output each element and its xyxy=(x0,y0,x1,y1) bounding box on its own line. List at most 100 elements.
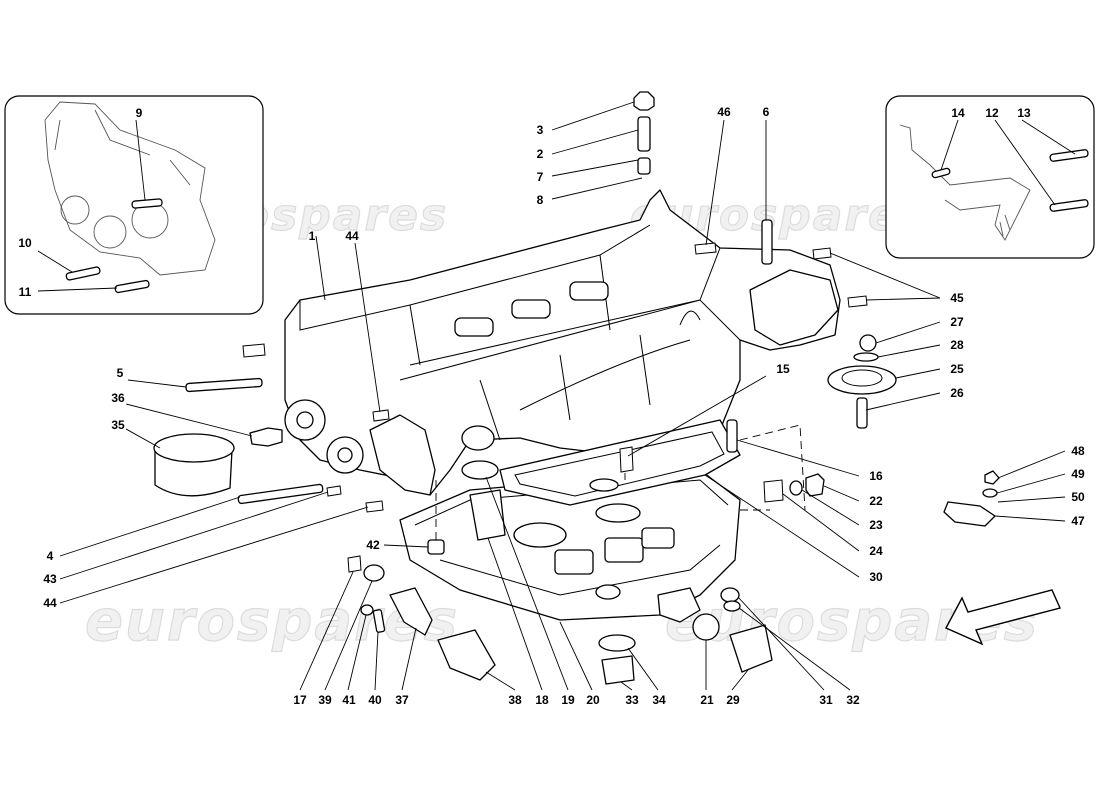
part-34-seal xyxy=(598,634,636,652)
inset-engine-block-outline xyxy=(44,101,216,276)
leader-29 xyxy=(731,669,749,691)
leader-5 xyxy=(127,379,187,388)
callout-9: 9 xyxy=(136,106,143,120)
leader-48 xyxy=(997,450,1066,479)
leader-28 xyxy=(877,344,941,358)
leader-38 xyxy=(485,671,516,691)
leader-8 xyxy=(551,177,643,200)
part-25-disc xyxy=(827,365,897,395)
leader-36 xyxy=(125,403,253,437)
callout-39: 39 xyxy=(318,693,332,707)
callout-30: 30 xyxy=(869,570,883,584)
callout-33: 33 xyxy=(625,693,639,707)
inset-bracket-detail xyxy=(999,214,1011,237)
leader-7 xyxy=(551,159,639,177)
part-26-stud xyxy=(856,397,868,429)
callout-19: 19 xyxy=(561,693,575,707)
inset-stud-11 xyxy=(114,279,150,294)
callout-40: 40 xyxy=(368,693,382,707)
inset-stud-9 xyxy=(131,198,163,209)
sump-baffle-3 xyxy=(641,527,675,549)
gasket-hole xyxy=(589,478,619,492)
callout-38: 38 xyxy=(508,693,522,707)
casing-front-cover xyxy=(369,414,436,496)
leader-12 xyxy=(994,119,1056,206)
leader-19 xyxy=(485,476,569,691)
callout-24: 24 xyxy=(869,544,883,558)
callout-26: 26 xyxy=(950,386,964,400)
casing-pump-hub xyxy=(296,411,314,429)
leader-16 xyxy=(736,439,860,477)
leader-18 xyxy=(487,537,543,691)
callout-20: 20 xyxy=(586,693,600,707)
leader-44-lower xyxy=(59,506,369,604)
callout-10: 10 xyxy=(18,236,32,250)
callout-2: 2 xyxy=(537,147,544,161)
callout-45: 45 xyxy=(950,291,964,305)
callout-18: 18 xyxy=(535,693,549,707)
leader-34 xyxy=(627,647,659,691)
leader-2 xyxy=(551,129,639,155)
part-46-stud xyxy=(694,242,717,255)
part-21-seal xyxy=(692,613,720,641)
leader-20 xyxy=(559,621,593,691)
part-41-washer xyxy=(360,604,374,616)
leader-50 xyxy=(997,496,1066,503)
leader-24 xyxy=(782,493,860,552)
part-32-washer xyxy=(723,600,741,612)
direction-arrow xyxy=(945,589,1061,646)
callout-5: 5 xyxy=(117,366,124,380)
leader-11 xyxy=(37,287,118,292)
inset-stud-13 xyxy=(1049,149,1089,162)
callout-8: 8 xyxy=(537,193,544,207)
leader-39 xyxy=(324,580,373,691)
leader-44-upper xyxy=(354,242,381,413)
casing-wall-lines xyxy=(479,334,651,441)
callout-47: 47 xyxy=(1071,514,1085,528)
sump-baffle-1 xyxy=(554,549,594,575)
part-6-stud xyxy=(761,219,773,265)
watermark-group: eurospares eurospares eurospares eurospa… xyxy=(84,189,1037,654)
leader-15 xyxy=(627,375,767,457)
part-39-oring xyxy=(363,564,385,582)
leader-42 xyxy=(383,544,429,548)
leader-43 xyxy=(59,491,329,580)
callout-1: 1 xyxy=(309,229,316,243)
part-44-stud-upper xyxy=(372,409,390,422)
callout-43: 43 xyxy=(43,572,57,586)
casing-port-3 xyxy=(569,281,609,301)
leader-9 xyxy=(135,119,146,201)
callout-34: 34 xyxy=(652,693,666,707)
leader-3 xyxy=(551,101,635,131)
callout-17: 17 xyxy=(293,693,307,707)
part-31-washer xyxy=(720,587,740,603)
leader-25 xyxy=(895,368,941,379)
callout-15: 15 xyxy=(776,362,790,376)
part-4-stud xyxy=(237,483,324,505)
callout-12: 12 xyxy=(985,106,999,120)
engine-casing xyxy=(284,189,841,496)
callout-16: 16 xyxy=(869,469,883,483)
callout-25: 25 xyxy=(950,362,964,376)
part-3-nut xyxy=(633,91,655,111)
leader-35 xyxy=(125,428,161,449)
callout-35: 35 xyxy=(111,418,125,432)
inset-stud-14 xyxy=(931,167,951,179)
callout-37: 37 xyxy=(395,693,409,707)
casing-pump-hub-2 xyxy=(337,447,353,463)
callout-22: 22 xyxy=(869,494,883,508)
part-45-stud-a xyxy=(812,247,832,260)
part-stud-left xyxy=(242,343,266,358)
gasket-inner-edge xyxy=(514,431,725,497)
callout-labels: 3 2 7 8 46 6 1 44 45 27 28 25 26 15 16 2… xyxy=(18,105,1085,707)
leader-32 xyxy=(738,607,851,691)
inset-stud-10 xyxy=(65,266,101,281)
part-16-stud xyxy=(726,419,738,453)
leader-23 xyxy=(801,489,860,526)
callout-21: 21 xyxy=(700,693,714,707)
casing-port-2 xyxy=(511,299,551,319)
part-7-dowel xyxy=(637,157,651,175)
part-49-washer xyxy=(982,488,998,498)
callout-6: 6 xyxy=(763,105,770,119)
